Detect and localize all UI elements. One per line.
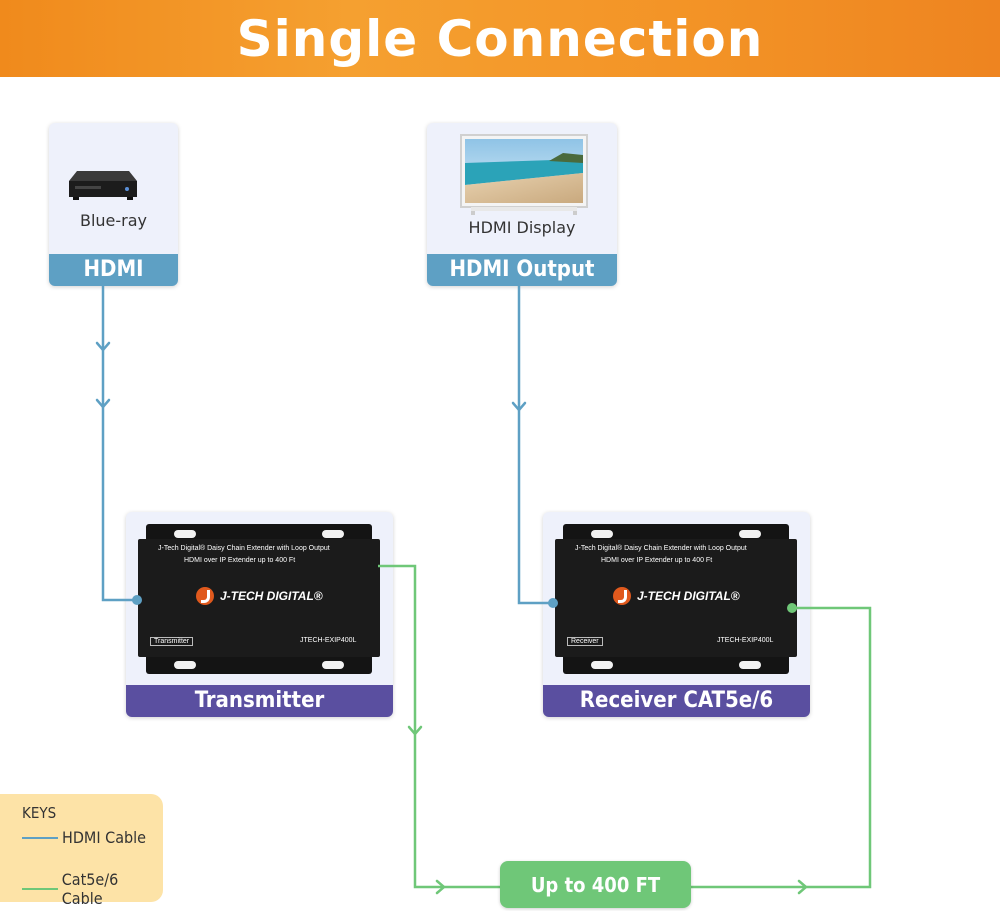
transmitter-model: JTECH-EXIP400L — [300, 637, 357, 644]
tv-display-icon — [460, 134, 588, 215]
transmitter-device: J-Tech Digital® Daisy Chain Extender wit… — [138, 539, 380, 657]
cat-swatch-icon — [22, 888, 58, 890]
receiver-label: Receiver CAT5e/6 — [543, 685, 810, 717]
brand-mark-icon — [613, 587, 631, 605]
keys-title: KEYS — [22, 804, 57, 822]
transmitter-brand-logo: J-TECH DIGITAL® — [196, 587, 323, 605]
arrow-down-icon — [95, 398, 111, 409]
transmitter-line1: J-Tech Digital® Daisy Chain Extender wit… — [158, 545, 330, 552]
transmitter-bottom-flange — [146, 652, 372, 674]
legend-cat-label: Cat5e/6 Cable — [61, 870, 119, 908]
receiver-model: JTECH-EXIP400L — [717, 637, 774, 644]
arrow-down-icon — [511, 401, 527, 412]
blu-ray-player-icon — [69, 171, 137, 200]
hdmi-source-label: HDMI Source — [49, 254, 178, 286]
legend-hdmi-label: HDMI Cable — [62, 828, 147, 847]
receiver-brand-logo: J-TECH DIGITAL® — [613, 587, 740, 605]
receiver-line2: HDMI over IP Extender up to 400 Ft — [601, 557, 713, 564]
transmitter-line2: HDMI over IP Extender up to 400 Ft — [184, 557, 296, 564]
transmitter-role-tag: Transmitter — [150, 637, 194, 646]
keys-legend: KEYS HDMI Cable Cat5e/6 Cable — [0, 794, 163, 908]
receiver-cat-port-icon — [787, 603, 797, 613]
hdmi-output-label: HDMI Output — [427, 254, 617, 286]
hdmi-swatch-icon — [22, 836, 58, 839]
source-device-caption: Blue-ray — [79, 211, 148, 230]
title-banner: Single Connection — [0, 0, 1000, 77]
cat-wire-right — [691, 606, 872, 889]
arrow-down-icon — [407, 725, 423, 736]
hdmi-wire-output — [517, 286, 553, 605]
receiver-hdmi-port-icon — [548, 598, 558, 608]
hdmi-source-card: Blue-ray HDMI Source — [49, 123, 178, 286]
legend-hdmi: HDMI Cable — [22, 828, 146, 847]
transmitter-hdmi-port-icon — [132, 595, 142, 605]
receiver-line1: J-Tech Digital® Daisy Chain Extender wit… — [575, 545, 747, 552]
receiver-card: J-Tech Digital® Daisy Chain Extender wit… — [543, 512, 810, 717]
transmitter-card: J-Tech Digital® Daisy Chain Extender wit… — [126, 512, 393, 717]
output-device-caption: HDMI Display — [468, 218, 576, 237]
legend-cat: Cat5e/6 Cable — [22, 870, 163, 908]
cat-wire-left — [378, 564, 500, 889]
arrow-right-icon — [797, 879, 808, 895]
distance-badge: Up to 400 FT — [500, 861, 691, 908]
arrow-down-icon — [95, 341, 111, 352]
brand-mark-icon — [196, 587, 214, 605]
hdmi-output-card: HDMI Display HDMI Output — [427, 123, 617, 286]
page-title: Single Connection — [236, 9, 764, 68]
receiver-role-tag: Receiver — [567, 637, 603, 646]
receiver-bottom-flange — [563, 652, 789, 674]
arrow-right-icon — [435, 879, 446, 895]
transmitter-label: Transmitter — [126, 685, 393, 717]
receiver-device: J-Tech Digital® Daisy Chain Extender wit… — [555, 539, 797, 657]
hdmi-wire-source — [101, 286, 137, 602]
